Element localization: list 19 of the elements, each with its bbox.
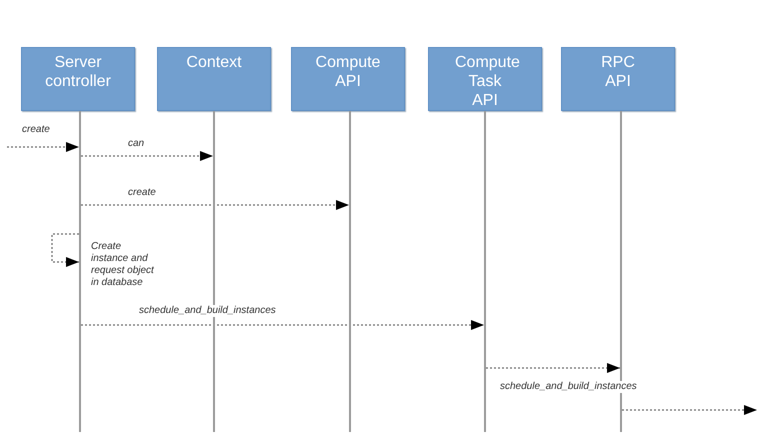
lifeline (79, 111, 81, 432)
participant-box: Compute API (291, 47, 405, 111)
participant-box: Context (157, 47, 271, 111)
lifeline (349, 111, 351, 432)
lifeline (484, 111, 486, 432)
participant-box: Server controller (21, 47, 135, 111)
participant-box: RPC API (561, 47, 675, 111)
edge-label: schedule_and_build_instances (500, 381, 637, 393)
message-arrow (52, 234, 80, 267)
message-arrow (6, 142, 80, 152)
message-arrow (80, 320, 484, 330)
message-arrow (486, 363, 620, 373)
message-arrow (80, 200, 350, 210)
lifeline (213, 111, 215, 432)
edge-label: schedule_and_build_instances (139, 305, 276, 317)
participant-box: Compute Task API (428, 47, 542, 111)
message-arrow (622, 405, 758, 415)
lifeline (620, 111, 622, 432)
message-arrow (80, 151, 214, 161)
